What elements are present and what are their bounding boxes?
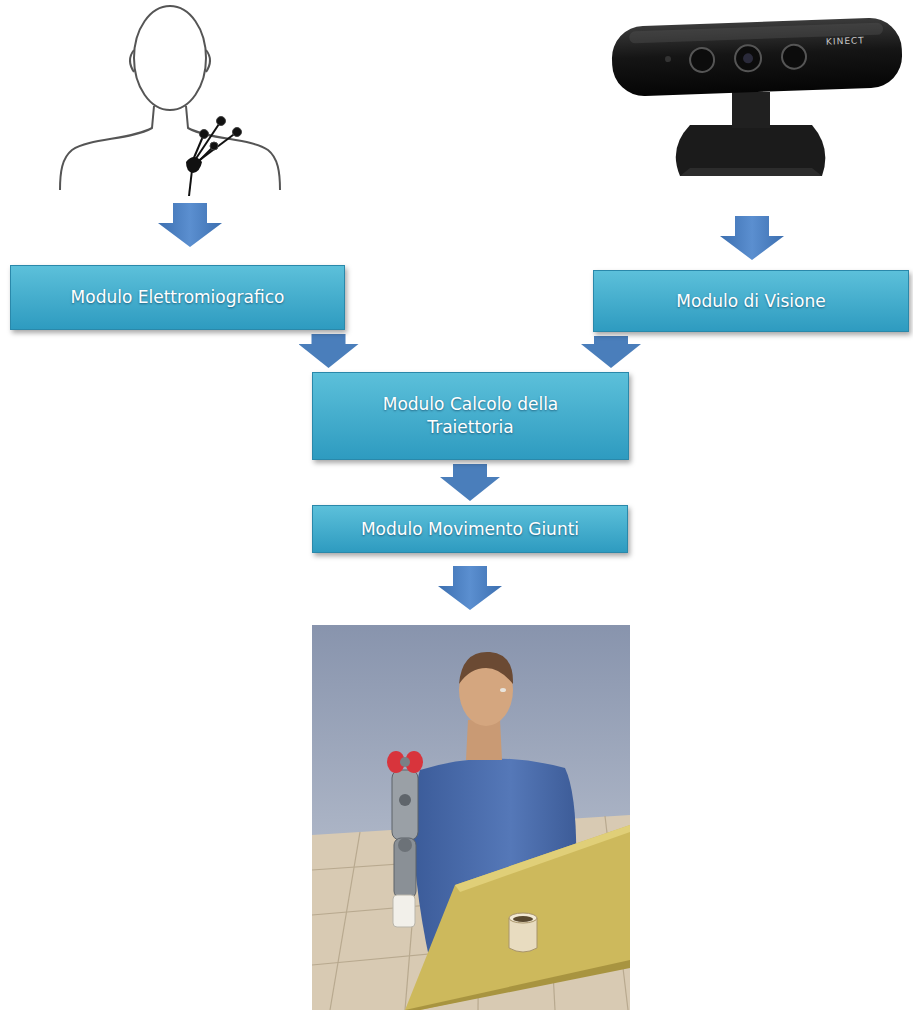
block-arrow bbox=[312, 334, 346, 344]
block-arrow bbox=[720, 216, 784, 260]
illustration-part bbox=[466, 720, 502, 760]
illustration-part bbox=[200, 117, 242, 151]
cup bbox=[509, 913, 537, 952]
illustration-part bbox=[611, 17, 903, 97]
illustration-part bbox=[60, 106, 154, 190]
illustration-part bbox=[405, 960, 630, 1010]
illustration-part bbox=[455, 825, 630, 892]
process-box: Modulo Calcolo della Traiettoria bbox=[312, 372, 629, 460]
block-arrow bbox=[438, 566, 502, 610]
illustration-part bbox=[330, 832, 360, 1010]
illustration-part bbox=[782, 44, 807, 69]
illustration-part bbox=[186, 157, 202, 173]
emg-electrodes bbox=[186, 117, 242, 197]
illustration-part bbox=[398, 838, 412, 852]
process-box: Modulo Movimento Giunti bbox=[312, 505, 628, 553]
human-outline bbox=[60, 6, 280, 190]
illustration-part bbox=[210, 142, 218, 150]
illustration-part bbox=[134, 6, 206, 110]
box-label: Modulo Movimento Giunti bbox=[361, 518, 579, 541]
illustration-part bbox=[611, 17, 903, 97]
illustration-part bbox=[399, 794, 411, 806]
illustration-part bbox=[509, 913, 537, 923]
illustration-part bbox=[732, 92, 770, 128]
box-label: Modulo Calcolo della Traiettoria bbox=[356, 393, 586, 439]
illustration-part bbox=[130, 50, 134, 72]
kinect-sensor bbox=[611, 17, 903, 176]
illustration-part bbox=[393, 895, 415, 927]
illustration-part bbox=[513, 916, 533, 922]
illustration-part bbox=[459, 652, 513, 684]
block-arrow bbox=[594, 336, 628, 344]
box-label: Modulo di Visione bbox=[676, 290, 825, 313]
process-box: Modulo Elettromiografico bbox=[10, 265, 345, 330]
illustration-part bbox=[405, 825, 630, 1010]
illustration-part bbox=[500, 688, 506, 692]
illustration-part bbox=[217, 117, 226, 126]
block-arrow bbox=[158, 203, 222, 247]
illustration-part bbox=[676, 125, 826, 176]
illustration-part bbox=[200, 130, 209, 139]
illustration-part bbox=[680, 168, 822, 176]
process-box: Modulo di Visione bbox=[593, 270, 909, 332]
illustration-part bbox=[206, 50, 210, 72]
block-arrow bbox=[453, 464, 487, 477]
box-label: Modulo Elettromiografico bbox=[71, 286, 285, 309]
illustration-part bbox=[392, 770, 418, 840]
illustration-part bbox=[743, 53, 753, 63]
illustration-part bbox=[735, 45, 762, 72]
illustration-part bbox=[186, 106, 280, 190]
illustration-part bbox=[394, 838, 416, 898]
robotic-arm bbox=[387, 751, 423, 927]
illustration-part bbox=[233, 128, 242, 137]
illustration-part bbox=[665, 56, 671, 62]
illustration-part bbox=[400, 757, 410, 767]
illustration-part bbox=[189, 170, 192, 196]
prosthesis-scene bbox=[312, 625, 630, 1010]
illustration-part bbox=[312, 625, 630, 1010]
device-brand: KINECT bbox=[826, 35, 865, 46]
illustration-part bbox=[690, 48, 715, 73]
